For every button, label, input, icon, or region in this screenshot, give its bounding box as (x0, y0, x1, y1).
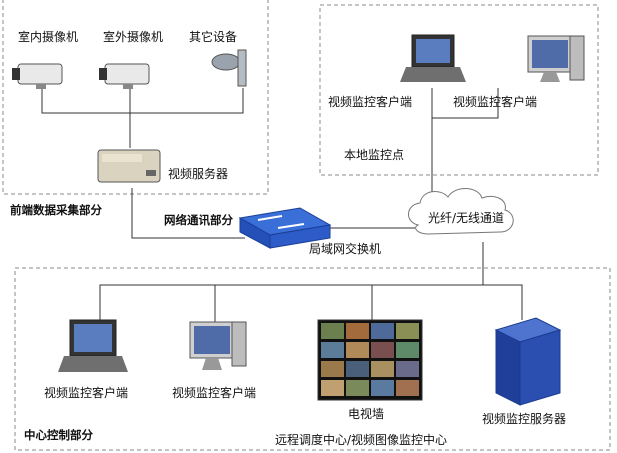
tv-wall-icon (317, 319, 423, 401)
network-title: 网络通讯部分 (164, 213, 233, 227)
tv-wall-label: 电视墙 (348, 407, 385, 421)
center-desktop-icon (189, 321, 247, 370)
outdoor-camera-icon (99, 63, 150, 89)
server-label: 视频监控服务器 (482, 412, 567, 426)
front-zone-title: 前端数据采集部分 (10, 203, 102, 217)
center-desktop-label: 视频监控客户端 (172, 386, 257, 400)
center-zone-border (14, 267, 611, 451)
center-laptop-label: 视频监控客户端 (44, 386, 129, 400)
connection-lines (41, 88, 523, 322)
monitoring-server-icon (494, 317, 562, 406)
indoor-camera-icon (12, 63, 63, 89)
fiber-label: 光纤/无线通道 (428, 211, 505, 225)
center-laptop-icon (58, 319, 128, 372)
center-zone-subtitle: 远程调度中心/视频图像监控中心 (275, 433, 448, 447)
local-desktop-label: 视频监控客户端 (453, 95, 538, 109)
switch-label: 局域网交换机 (309, 242, 382, 256)
lan-switch-icon (238, 207, 332, 249)
center-zone-title: 中心控制部分 (24, 428, 93, 442)
other-device-icon (211, 49, 247, 87)
local-laptop-label: 视频监控客户端 (328, 95, 413, 109)
video-server-label: 视频服务器 (168, 167, 229, 181)
video-server-icon (97, 149, 161, 183)
indoor-camera-label: 室内摄像机 (18, 30, 79, 44)
outdoor-camera-label: 室外摄像机 (103, 30, 164, 44)
other-device-label: 其它设备 (189, 30, 238, 44)
fiber-wireless-cloud-icon (408, 188, 514, 235)
local-desktop-icon (527, 35, 585, 82)
local-zone-title: 本地监控点 (344, 148, 405, 162)
local-laptop-icon (400, 34, 466, 82)
